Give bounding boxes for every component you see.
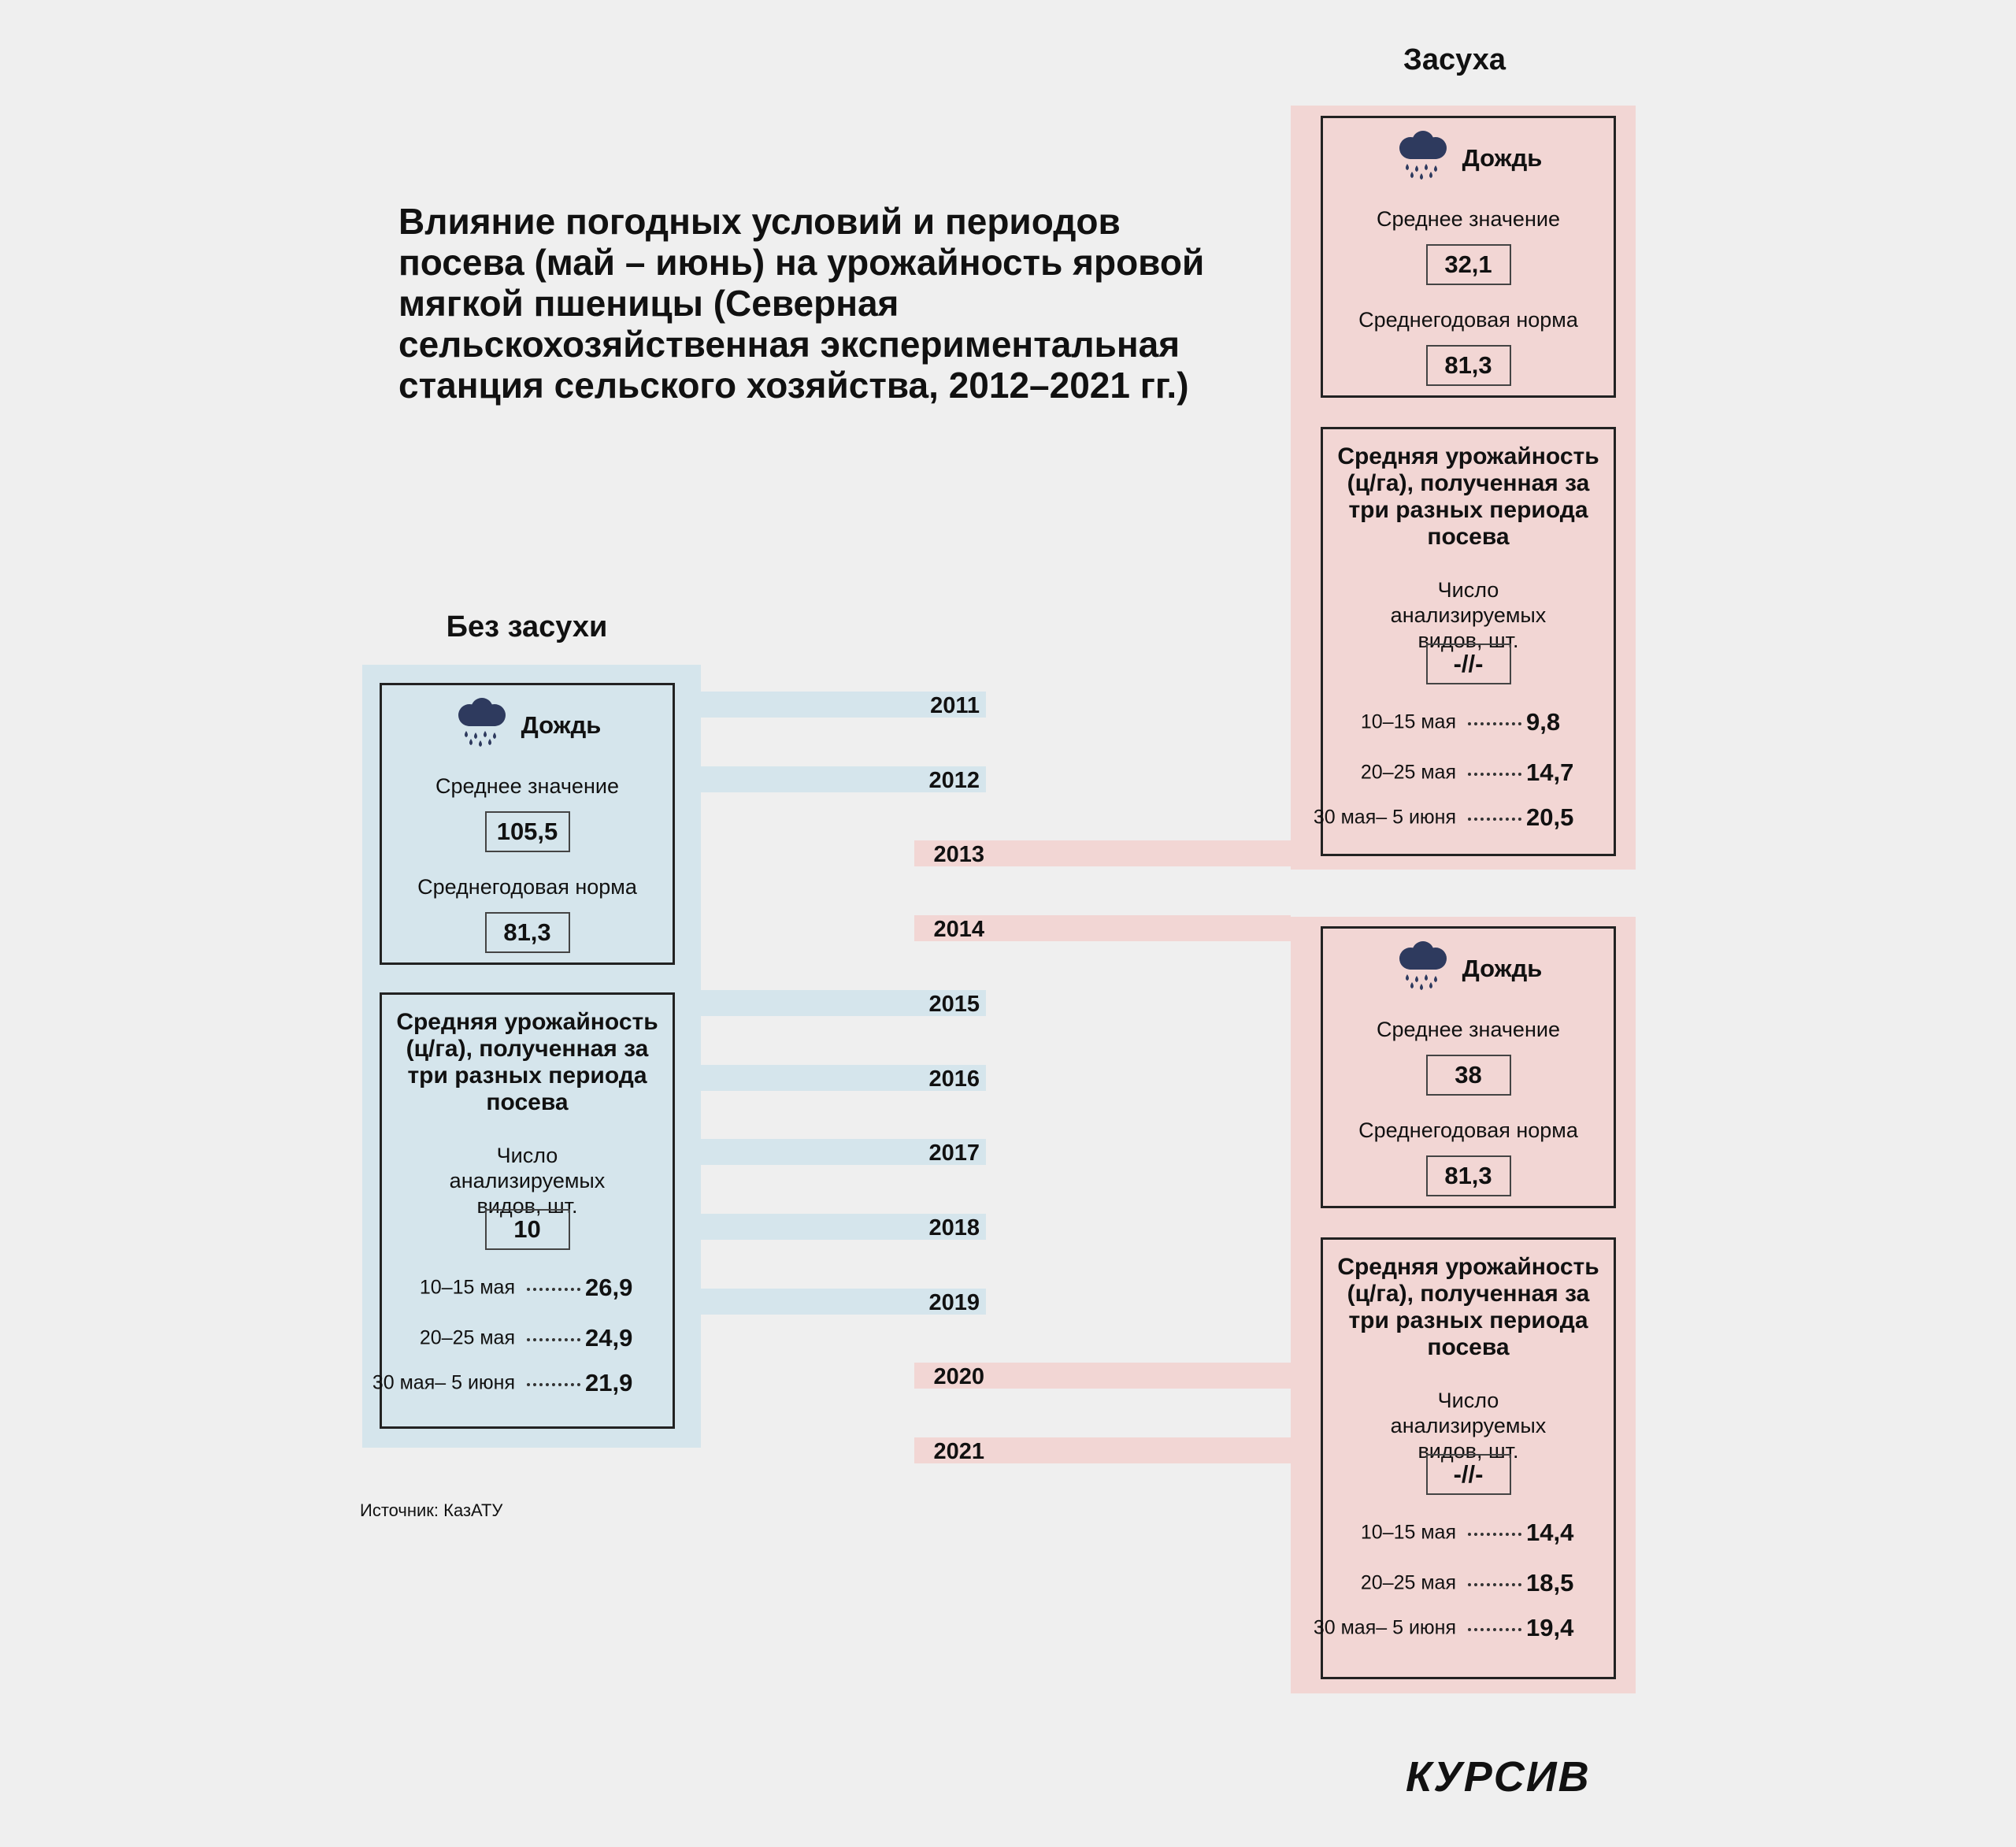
period-row: 20–25 мая 24,9 (382, 1318, 673, 1358)
period-label: 10–15 мая (419, 1276, 515, 1299)
norm-value: 81,3 (484, 912, 570, 953)
yield-box: Средняя урожайность (ц/га), полученная з… (1314, 1237, 1616, 1679)
mean-value: 105,5 (484, 811, 570, 852)
year-label: 2017 (928, 1140, 980, 1166)
count-value: 10 (484, 1209, 570, 1250)
period-row: 20–25 мая 18,5 (1323, 1563, 1614, 1603)
rain-label: Дождь (1462, 144, 1543, 172)
dotted-leader (527, 1383, 580, 1386)
count-value: -//- (1425, 643, 1511, 684)
period-label: 20–25 мая (1360, 1571, 1456, 1594)
rain-cloud-icon (1395, 940, 1451, 998)
period-row: 10–15 мая 26,9 (382, 1268, 673, 1307)
period-row: 30 мая– 5 июня 20,5 (1314, 798, 1614, 837)
norm-label: Среднегодовая норма (417, 875, 637, 899)
dotted-leader (1468, 818, 1521, 821)
year-bar-2011: 2011 (701, 692, 986, 718)
period-label: 10–15 мая (1360, 710, 1456, 733)
period-row: 20–25 мая 14,7 (1323, 753, 1614, 792)
year-bar-2016: 2016 (701, 1064, 986, 1092)
yield-title: Средняя урожайность (ц/га), полученная з… (1337, 1254, 1599, 1360)
period-label: 30 мая– 5 июня (1313, 1616, 1456, 1639)
yield-value: 14,7 (1526, 758, 1574, 786)
year-label: 2016 (928, 1066, 980, 1092)
no-drought-heading: Без засухи (446, 610, 608, 643)
drought-heading: Засуха (1403, 43, 1506, 76)
yield-value: 21,9 (585, 1369, 633, 1396)
kursiv-logo: КУРСИВ (1406, 1753, 1591, 1801)
mean-label: Среднее значение (1377, 207, 1560, 231)
norm-value: 81,3 (1425, 345, 1511, 386)
mean-value: 38 (1425, 1055, 1511, 1096)
mean-label: Среднее значение (435, 774, 619, 798)
norm-label: Среднегодовая норма (1358, 308, 1578, 332)
mean-label: Среднее значение (1377, 1018, 1560, 1041)
yield-box: Средняя урожайность (ц/га), полученная з… (372, 992, 675, 1429)
year-bar-2021: 2021 (914, 1437, 1291, 1464)
count-value: -//- (1425, 1454, 1511, 1495)
yield-value: 20,5 (1526, 803, 1574, 831)
yield-value: 14,4 (1526, 1519, 1574, 1546)
year-label: 2019 (928, 1289, 980, 1315)
year-bar-2017: 2017 (701, 1139, 986, 1166)
rain-label: Дождь (521, 711, 602, 739)
source-note: Источник: КазАТУ (360, 1500, 503, 1520)
year-bar-2012: 2012 (701, 766, 986, 793)
rain-cloud-icon (454, 696, 510, 755)
year-label: 2011 (930, 693, 980, 718)
year-bar-2018: 2018 (701, 1213, 986, 1241)
period-row: 30 мая– 5 июня 19,4 (1314, 1608, 1614, 1648)
year-label: 2018 (928, 1215, 980, 1241)
period-row: 30 мая– 5 июня 21,9 (372, 1363, 673, 1403)
mean-value: 32,1 (1425, 244, 1511, 285)
period-label: 30 мая– 5 июня (1313, 806, 1456, 829)
yield-value: 18,5 (1526, 1569, 1574, 1597)
rain-box: Дождь Среднее значение 38 Среднегодовая … (1321, 926, 1616, 1208)
norm-value: 81,3 (1425, 1155, 1511, 1196)
rain-label: Дождь (1462, 955, 1543, 982)
year-label: 2014 (933, 917, 984, 943)
dotted-leader (1468, 1628, 1521, 1631)
yield-value: 19,4 (1526, 1614, 1574, 1641)
dotted-leader (1468, 773, 1521, 776)
year-label: 2020 (933, 1364, 984, 1390)
year-bar-2019: 2019 (701, 1288, 986, 1315)
year-bar-2015: 2015 (701, 989, 986, 1017)
year-label: 2021 (933, 1439, 984, 1464)
yield-value: 24,9 (585, 1324, 633, 1352)
period-row: 10–15 мая 14,4 (1323, 1513, 1614, 1552)
period-label: 30 мая– 5 июня (372, 1371, 515, 1394)
yield-title: Средняя урожайность (ц/га), полученная з… (396, 1009, 658, 1115)
period-label: 20–25 мая (419, 1326, 515, 1349)
year-label: 2012 (928, 767, 980, 793)
rain-box: Дождь Среднее значение 105,5 Среднегодов… (380, 683, 675, 965)
yield-value: 9,8 (1526, 708, 1561, 736)
year-bar-2014: 2014 (914, 915, 1291, 943)
dotted-leader (1468, 1583, 1521, 1586)
infographic-title: Влияние погодных условий и периодов посе… (398, 201, 1205, 406)
yield-box: Средняя урожайность (ц/га), полученная з… (1314, 427, 1616, 856)
count-label: Число анализируемых видов, шт. (449, 1144, 606, 1218)
rain-box: Дождь Среднее значение 32,1 Среднегодова… (1321, 116, 1616, 398)
year-bar-2013: 2013 (914, 840, 1291, 868)
dotted-leader (1468, 1533, 1521, 1536)
dotted-leader (527, 1338, 580, 1341)
yield-title: Средняя урожайность (ц/га), полученная з… (1337, 443, 1599, 550)
year-label: 2015 (928, 991, 980, 1017)
dotted-leader (527, 1288, 580, 1291)
period-row: 10–15 мая 9,8 (1323, 703, 1614, 742)
year-label: 2013 (933, 842, 984, 868)
count-label: Число анализируемых видов, шт. (1390, 1389, 1547, 1463)
count-label: Число анализируемых видов, шт. (1390, 578, 1547, 652)
norm-label: Среднегодовая норма (1358, 1118, 1578, 1142)
rain-cloud-icon (1395, 129, 1451, 187)
year-bar-2020: 2020 (914, 1363, 1291, 1389)
yield-value: 26,9 (585, 1274, 633, 1301)
period-label: 10–15 мая (1360, 1521, 1456, 1544)
period-label: 20–25 мая (1360, 761, 1456, 784)
dotted-leader (1468, 722, 1521, 725)
